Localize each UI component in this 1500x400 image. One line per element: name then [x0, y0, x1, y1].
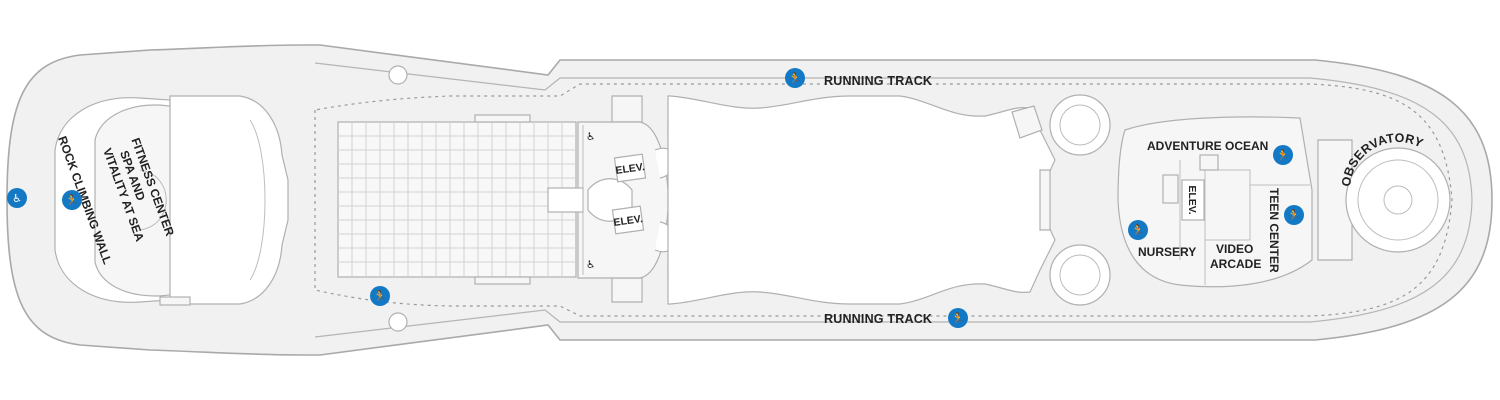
- fixture-circle-bottom: [388, 312, 408, 332]
- svg-text:🏃: 🏃: [373, 290, 387, 303]
- svg-text:🏃: 🏃: [951, 312, 965, 325]
- running-icon: 🏃: [948, 308, 968, 328]
- stairs-forward-2: [1199, 154, 1219, 171]
- vent-grid-top: [474, 114, 531, 123]
- video-arcade-label-2: ARCADE: [1210, 257, 1261, 271]
- elevator-3-label: ELEV.: [1186, 185, 1198, 214]
- svg-text:🏃: 🏃: [1276, 149, 1290, 162]
- adventure-ocean-label: ADVENTURE OCEAN: [1147, 139, 1268, 153]
- svg-text:♿: ♿: [12, 192, 22, 205]
- running-icon: 🏃: [62, 190, 82, 210]
- bench-forward: [1039, 169, 1051, 231]
- stairs-bottom-mid: [611, 277, 643, 303]
- svg-text:🏃: 🏃: [788, 72, 802, 85]
- aft-lobby-curve: [139, 169, 167, 231]
- svg-text:🏃: 🏃: [65, 194, 79, 207]
- elevator-2: ELEV.: [611, 205, 645, 235]
- aft-lobby-curve-2: [249, 119, 266, 281]
- vent-aft: [159, 296, 191, 306]
- adventure-ocean-area: [1117, 116, 1313, 288]
- stairs-top-mid: [611, 95, 643, 123]
- svg-text:🏃: 🏃: [1287, 209, 1301, 222]
- running-track-label-bottom: RUNNING TRACK: [824, 312, 932, 326]
- svg-text:🏃: 🏃: [1131, 224, 1145, 237]
- stair-landing-mid: [547, 187, 584, 213]
- stairs-near-pool: [1011, 105, 1043, 139]
- accessibility-icon: ♿: [7, 188, 27, 208]
- teen-center-label: TEEN CENTER: [1267, 188, 1281, 273]
- stairs-forward-1: [1162, 174, 1179, 204]
- inner-deck-outline: [314, 62, 1473, 338]
- elevator-1: ELEV.: [613, 153, 647, 183]
- nursery-label: NURSERY: [1138, 245, 1196, 259]
- running-icon: 🏃: [785, 68, 805, 88]
- elevator-3: ELEV.: [1181, 179, 1205, 221]
- running-icon: 🏃: [1128, 220, 1148, 240]
- fixture-circle-top: [388, 65, 408, 85]
- vent-grid-bottom: [474, 276, 531, 285]
- whirlpool-bottom: [1049, 244, 1111, 306]
- running-icon: 🏃: [1273, 145, 1293, 165]
- running-icon: 🏃: [370, 286, 390, 306]
- elevator-1-label: ELEV.: [615, 161, 646, 177]
- restroom-icon-top: ♿: [586, 131, 595, 143]
- grid-deck-area: [337, 121, 577, 278]
- running-track-path: [314, 83, 1453, 317]
- restroom-icon-bottom: ♿: [586, 259, 595, 271]
- whirlpool-top: [1049, 94, 1111, 156]
- core-rooms: [1204, 169, 1251, 241]
- elevator-2-label: ELEV.: [613, 213, 644, 229]
- aft-lobby-area: [169, 95, 289, 305]
- running-track-label-top: RUNNING TRACK: [824, 74, 932, 88]
- running-icon: 🏃: [1284, 205, 1304, 225]
- atrium-opening: [667, 95, 1056, 305]
- observatory: [1317, 139, 1451, 261]
- video-arcade-label-1: VIDEO: [1216, 242, 1253, 256]
